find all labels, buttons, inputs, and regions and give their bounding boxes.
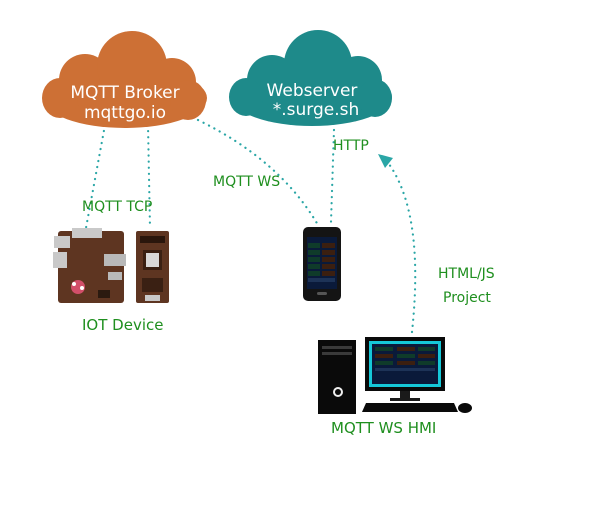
project-label: Project bbox=[443, 290, 491, 306]
pc-to-webserver-link bbox=[384, 158, 417, 334]
broker-to-phone-link bbox=[196, 118, 320, 227]
keyboard-icon bbox=[362, 403, 458, 412]
esp-dev-board-icon bbox=[136, 231, 169, 303]
mqtt-ws-label: MQTT WS bbox=[213, 174, 280, 190]
raspberry-pi-board-icon bbox=[53, 228, 126, 303]
smartphone-icon bbox=[303, 227, 341, 301]
webserver-title: Webserver bbox=[267, 81, 358, 101]
http-label: HTTP bbox=[333, 138, 369, 154]
iot-device-caption: IOT Device bbox=[82, 316, 163, 334]
arrowhead-icon bbox=[378, 154, 393, 168]
broker-title: MQTT Broker bbox=[70, 83, 179, 103]
broker-to-esp-link bbox=[146, 123, 152, 230]
hmi-caption: MQTT WS HMI bbox=[331, 419, 436, 437]
webserver-node: Webserver *.surge.sh bbox=[229, 30, 392, 126]
mqtt-tcp-label: MQTT TCP bbox=[82, 199, 152, 215]
webserver-host: *.surge.sh bbox=[273, 100, 360, 120]
webserver-cloud-icon bbox=[229, 30, 392, 126]
monitor-icon bbox=[365, 337, 445, 401]
desktop-tower-icon bbox=[318, 340, 356, 414]
broker-cloud-icon bbox=[42, 31, 207, 128]
mqtt-broker-node: MQTT Broker mqttgo.io bbox=[42, 31, 207, 128]
broker-host: mqttgo.io bbox=[84, 103, 166, 123]
mouse-icon bbox=[458, 403, 472, 413]
broker-to-pi-link bbox=[84, 123, 107, 230]
connection-lines bbox=[84, 118, 417, 334]
html-js-label: HTML/JS bbox=[438, 266, 495, 282]
